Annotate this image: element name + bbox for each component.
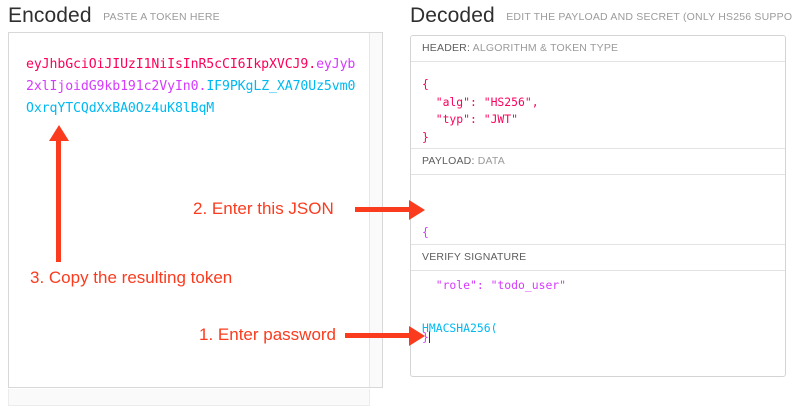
token-separator-1: .	[308, 57, 317, 72]
header-section-label-rest: ALGORITHM & TOKEN TYPE	[472, 42, 619, 54]
header-section-label: HEADER: ALGORITHM & TOKEN TYPE	[411, 36, 785, 62]
token-signature-segment: IF9PKgLZ_XA70Uz5vm0OxrqYTCQdXxBA0Oz4uK8l…	[26, 79, 356, 116]
decoded-column-heading: Decoded EDIT THE PAYLOAD AND SECRET (ONL…	[410, 4, 793, 28]
token-payload-segment: eyJyb2xlIjoidG9kb191c2VyIn0	[26, 57, 356, 94]
signature-section-label: VERIFY SIGNATURE	[411, 245, 785, 271]
payload-code-line-3: }	[422, 330, 430, 344]
decoded-title: Decoded	[410, 4, 495, 27]
text-caret	[428, 331, 430, 343]
payload-section-label-rest: DATA	[477, 155, 505, 167]
header-section-label-strong: HEADER:	[422, 42, 471, 54]
annotation-step-1-label: 1. Enter password	[199, 325, 337, 344]
annotation-step-2-arrow	[355, 199, 425, 220]
token-separator-2: .	[198, 79, 207, 94]
annotation-step-3-label: 3. Copy the resulting token	[30, 268, 233, 287]
annotation-step-3-arrow	[48, 125, 69, 262]
payload-code-line-2: "role": "todo_user"	[422, 277, 567, 292]
payload-code-editor[interactable]: { "role": "todo_user" }	[411, 175, 785, 344]
signature-line-2: base64UrlEncode(header) + "." +	[422, 373, 785, 377]
annotation-step-2-label: 2. Enter this JSON	[193, 199, 334, 218]
decoded-panel: HEADER: ALGORITHM & TOKEN TYPE { "alg": …	[410, 35, 786, 377]
encoded-token-textarea[interactable]: eyJhbGciOiJIUzI1NiIsInR5cCI6IkpXVCJ9.eyJ…	[26, 54, 356, 120]
decoded-subtitle: EDIT THE PAYLOAD AND SECRET (ONLY HS256 …	[506, 11, 793, 23]
header-code-editor[interactable]: { "alg": "HS256", "typ": "JWT" }	[411, 62, 785, 149]
signature-line-1: HMACSHA256(	[422, 321, 498, 335]
payload-code-line-1: {	[422, 225, 429, 239]
annotation-step-1-arrow	[345, 325, 425, 346]
payload-section-label: PAYLOAD: DATA	[411, 149, 785, 175]
encoded-column-heading: Encoded PASTE A TOKEN HERE	[8, 4, 220, 28]
encoded-panel-footer	[8, 389, 370, 406]
signature-section-label-strong: VERIFY SIGNATURE	[422, 251, 527, 263]
payload-section-label-strong: PAYLOAD:	[422, 155, 475, 167]
token-header-segment: eyJhbGciOiJIUzI1NiIsInR5cCI6IkpXVCJ9	[26, 57, 309, 72]
encoded-title: Encoded	[8, 4, 92, 27]
encoded-subtitle: PASTE A TOKEN HERE	[103, 11, 220, 23]
signature-code-editor[interactable]: HMACSHA256( base64UrlEncode(header) + ".…	[411, 271, 785, 377]
